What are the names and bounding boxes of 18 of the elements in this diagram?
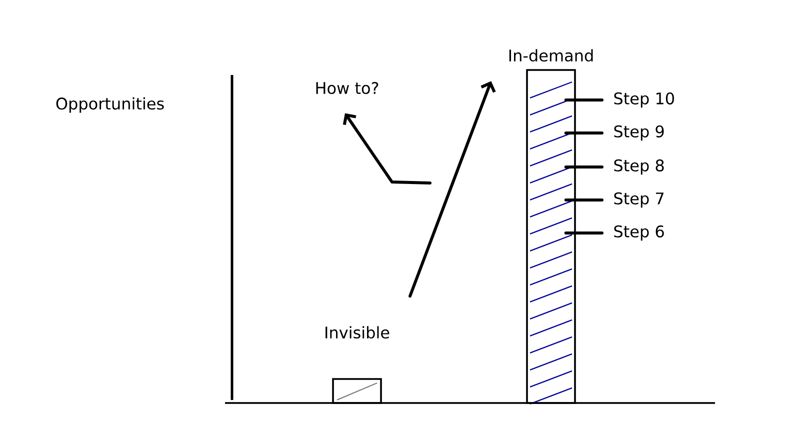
step-label: Step 9 [614,125,664,141]
step-label: Step 10 [614,92,674,108]
step-label: Step 6 [614,225,664,241]
leader-line [564,98,604,102]
node-label: Invisible [326,326,390,339]
leader-line [564,132,604,134]
node-label: In-demand [509,49,593,62]
step-label: Step 7 [614,192,664,208]
leader-line [564,232,604,234]
axis-label: Opportunities [56,97,164,113]
leader-line [564,198,604,202]
bar: Invisible [326,326,390,404]
bar: In-demand [509,49,593,405]
question-text: How to? [316,82,378,94]
arrow [408,81,496,298]
arrow [342,113,432,184]
step-label: Step 8 [614,159,664,175]
leader-line [564,166,604,168]
